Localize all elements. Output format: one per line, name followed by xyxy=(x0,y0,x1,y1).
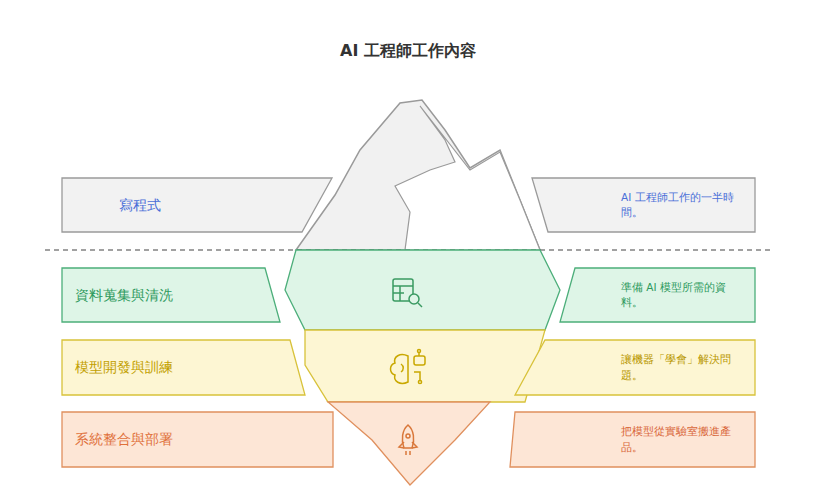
band-outline xyxy=(510,412,755,467)
diagram-title: AI 工程師工作內容 xyxy=(0,41,816,62)
band-outline xyxy=(62,412,333,467)
task-band: 資料蒐集與清洗 xyxy=(62,268,280,322)
iceberg-deploy-layer xyxy=(328,402,490,485)
band-outline xyxy=(560,268,755,322)
description-band: AI 工程師工作的一半時間。 xyxy=(532,178,755,232)
task-label: 系統整合與部署 xyxy=(75,429,173,449)
description-band: 讓機器「學會」解決問題。 xyxy=(515,340,755,395)
description-text: 準備 AI 模型所需的資料。 xyxy=(621,280,743,310)
rocket-icon xyxy=(399,425,417,455)
brain-icon xyxy=(391,350,426,384)
band-outline xyxy=(532,178,755,232)
task-band: 系統整合與部署 xyxy=(62,412,333,467)
band-outline xyxy=(62,178,332,232)
description-band: 把模型從實驗室搬進產品。 xyxy=(510,412,755,467)
band-outline xyxy=(62,340,305,395)
description-text: AI 工程師工作的一半時間。 xyxy=(621,190,743,220)
band-outline xyxy=(515,340,755,395)
task-label: 資料蒐集與清洗 xyxy=(75,285,173,305)
description-text: 把模型從實驗室搬進產品。 xyxy=(621,424,743,454)
task-band: 寫程式 xyxy=(62,178,332,232)
table-search-icon xyxy=(393,279,422,307)
band-outline xyxy=(510,412,755,467)
description-text: 讓機器「學會」解決問題。 xyxy=(621,352,743,382)
band-outline xyxy=(515,340,755,395)
band-outline xyxy=(532,178,755,232)
iceberg-data-layer xyxy=(285,250,560,330)
description-band: 準備 AI 模型所需的資料。 xyxy=(560,268,755,322)
iceberg-model-layer xyxy=(305,330,545,402)
band-outline xyxy=(62,268,280,322)
task-label: 寫程式 xyxy=(119,195,161,215)
task-band: 模型開發與訓練 xyxy=(62,340,305,395)
iceberg-face xyxy=(395,106,540,250)
task-label: 模型開發與訓練 xyxy=(75,357,173,377)
band-outline xyxy=(62,178,332,232)
band-outline xyxy=(560,268,755,322)
iceberg-tip xyxy=(296,100,540,250)
